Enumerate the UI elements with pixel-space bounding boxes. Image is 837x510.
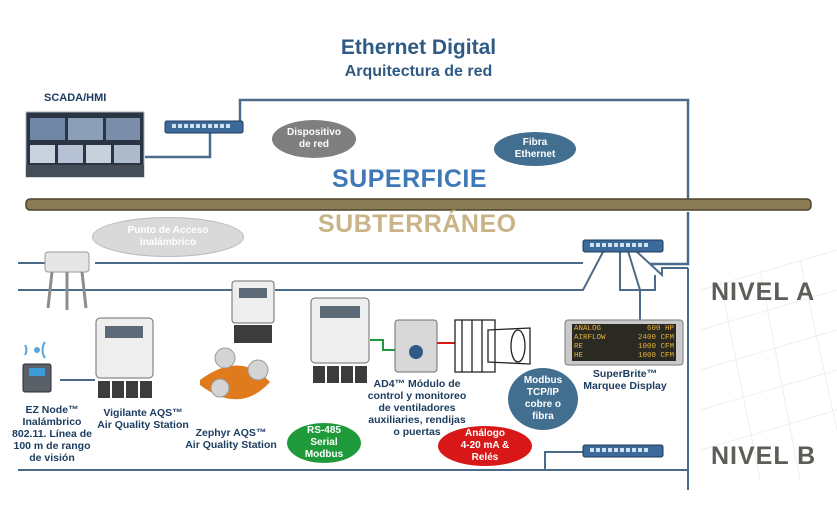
page-subtitle: Arquitectura de red — [344, 63, 493, 80]
page-title: Ethernet Digital — [340, 36, 497, 59]
surface-label: SUPERFICIE — [332, 165, 488, 193]
scada-label: SCADA/HMI — [44, 92, 107, 104]
fiber-backbone-line — [145, 98, 690, 266]
superbrite-display-image — [564, 319, 684, 366]
fan-damper-drawing — [454, 319, 531, 373]
level-b-network-switch — [582, 444, 664, 458]
surface-network-switch — [164, 120, 244, 134]
ad4-enclosure-image — [310, 297, 370, 383]
display-row: AIRFLOW 2400 CFM — [574, 334, 674, 342]
vigilante-label: Vigilante AQS™ Air Quality Station — [97, 407, 189, 431]
underground-label: SUBTERRÁNEO — [318, 210, 517, 238]
level-b-label: NIVEL B — [711, 442, 817, 470]
superbrite-label: SuperBrite™ Marquee Display — [583, 368, 667, 392]
vigilante-aqs-image — [95, 317, 154, 398]
background-grid — [699, 249, 837, 481]
rs485-wire — [370, 339, 395, 351]
ez-node-image — [22, 341, 52, 393]
zephyr-aqs-image — [200, 280, 275, 400]
ez-node-label: EZ Node™ Inalámbrico 802.11. Línea de 10… — [12, 404, 92, 464]
display-row: HE 1000 CFM — [574, 352, 674, 360]
display-row: RE 1000 CFM — [574, 343, 674, 351]
scada-monitors-image — [25, 111, 145, 178]
level-a-label: NIVEL A — [711, 278, 816, 306]
level-a-network-switch — [582, 239, 664, 253]
ad4-label: AD4™ Módulo de control y monitoreo de ve… — [367, 378, 467, 438]
superbrite-display-screen: ANALOG 600 HP AIRFLOW 2400 CFM RE 1000 C… — [574, 325, 674, 361]
zephyr-label: Zephyr AQS™ Air Quality Station — [185, 427, 277, 451]
ad4-module-image — [394, 319, 438, 373]
wireless-access-point-image — [44, 251, 90, 310]
display-row: ANALOG 600 HP — [574, 325, 674, 333]
surface-bar — [25, 198, 812, 211]
